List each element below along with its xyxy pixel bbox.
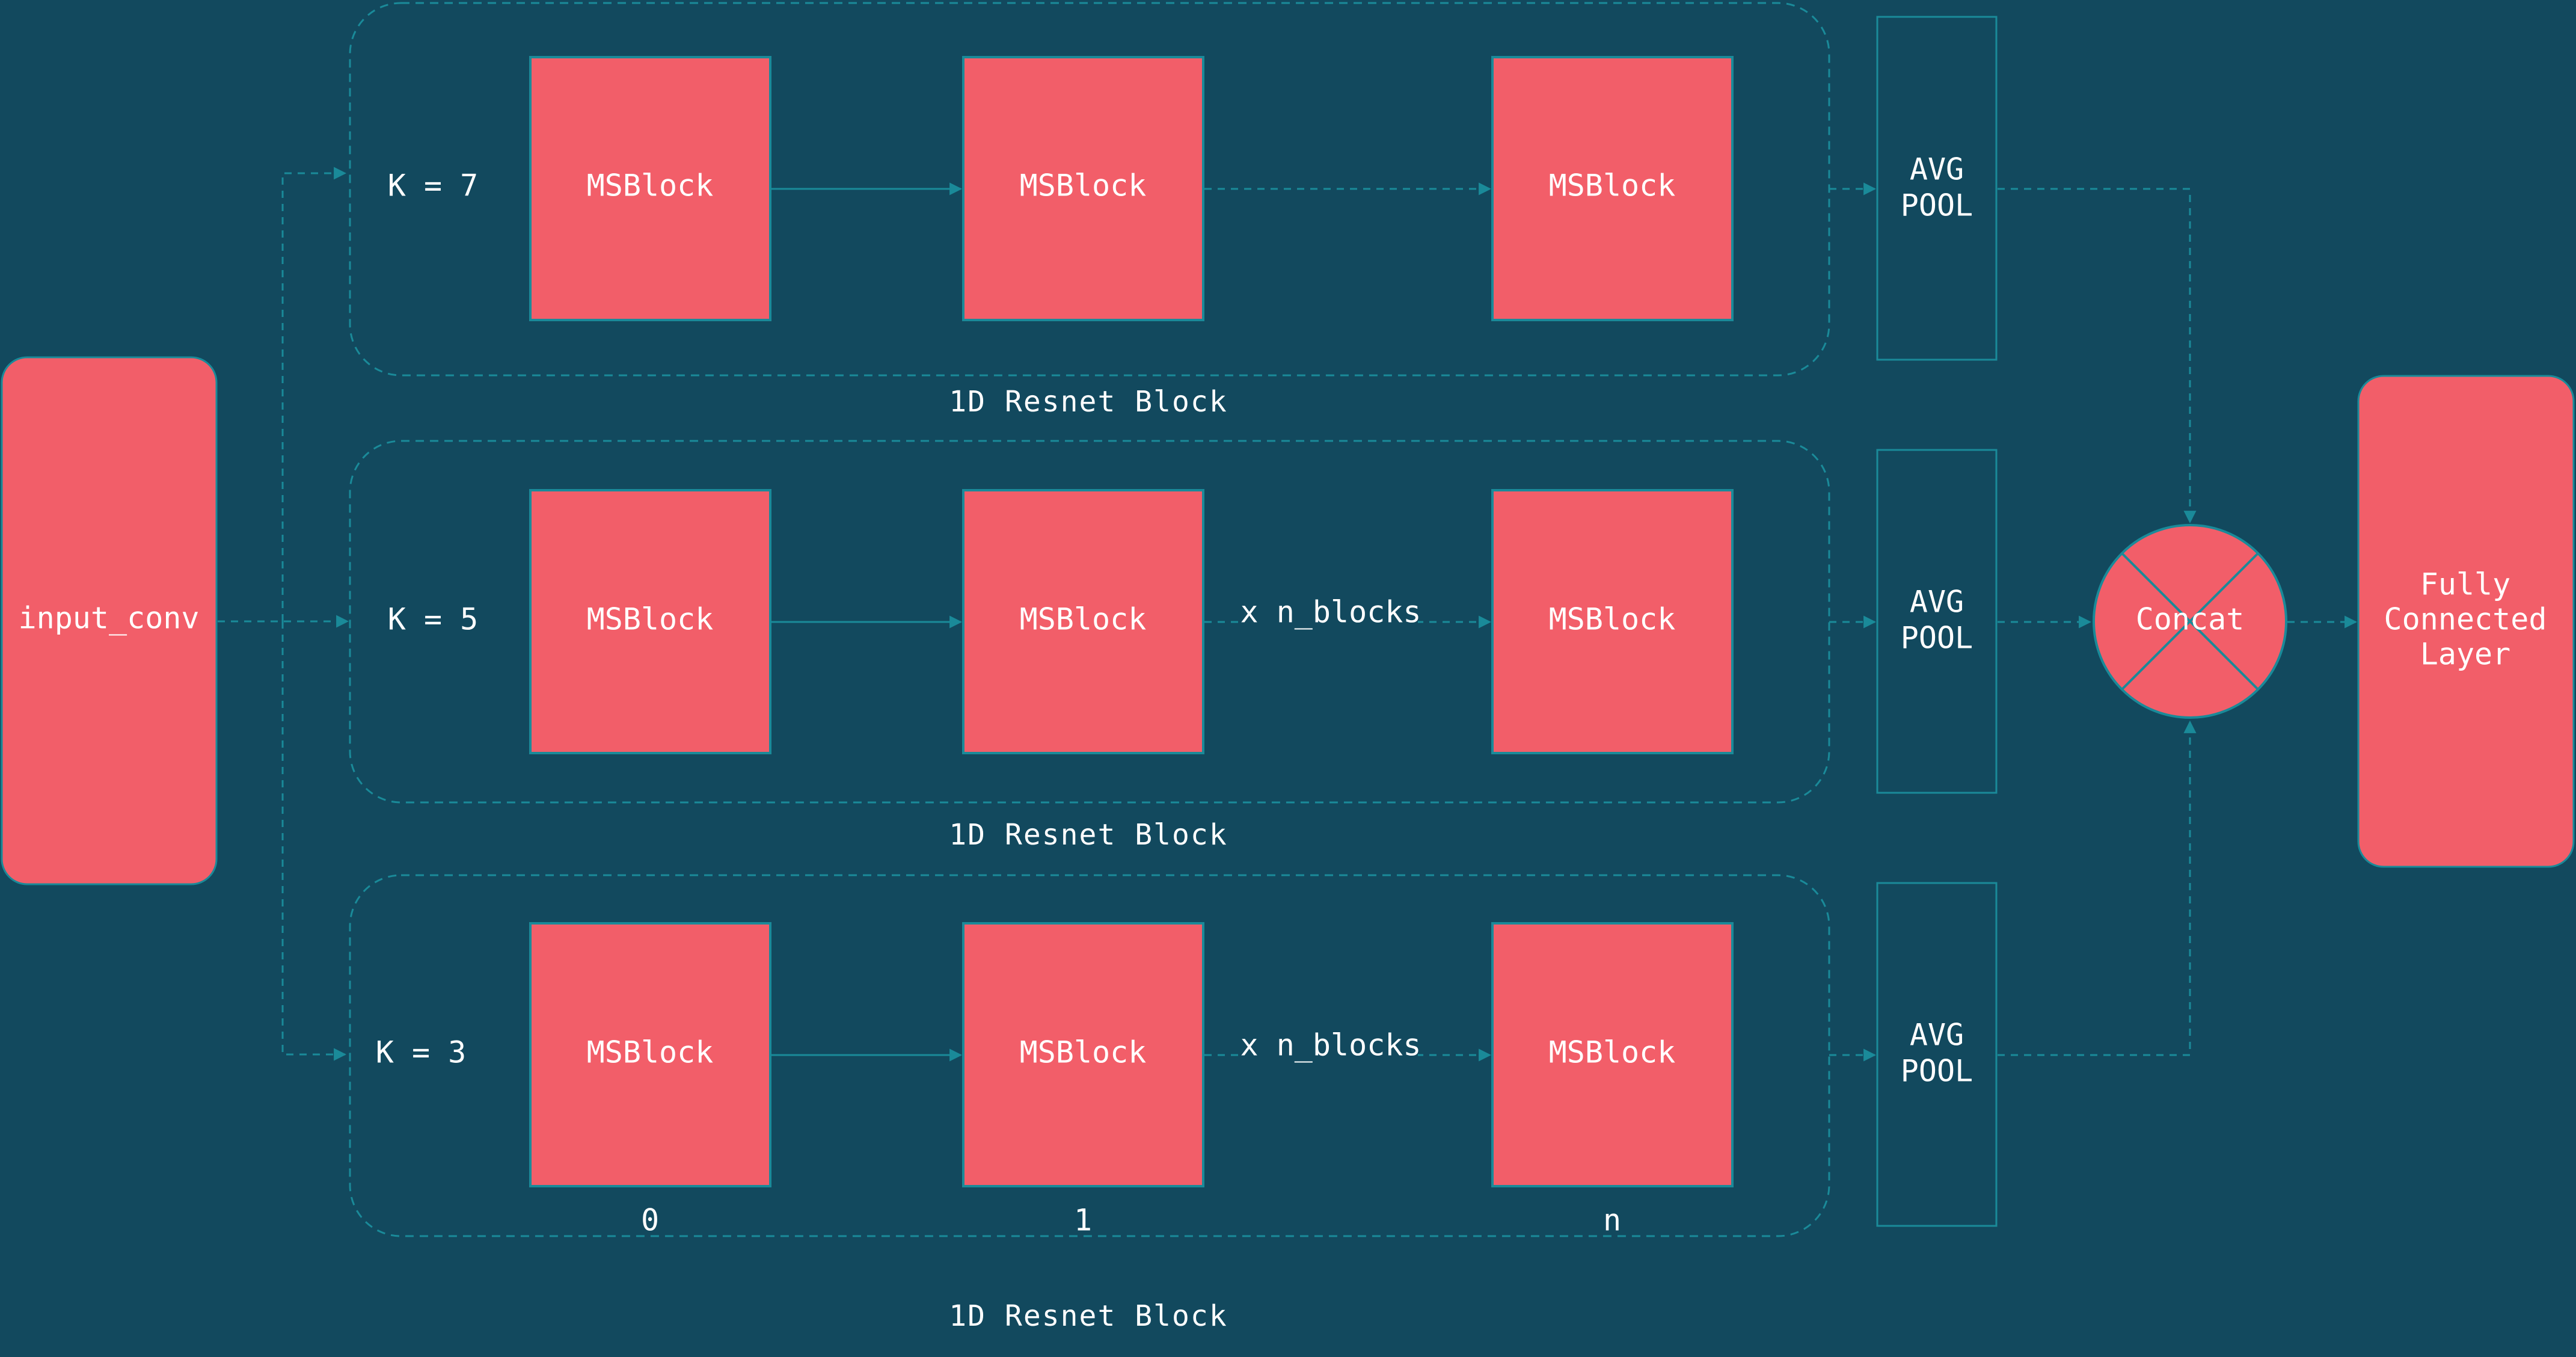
concat-node: Concat (2093, 524, 2287, 719)
msblock-row2-0: MSBlock (529, 489, 771, 754)
fc-label-line3: Layer (2420, 637, 2511, 672)
msblock-label: MSBlock (1549, 602, 1676, 637)
pool-to-concat-connectors (1998, 188, 2197, 1056)
block-index-0: 0 (641, 1203, 659, 1238)
msblock-row3-1: MSBlock (962, 922, 1204, 1187)
msblock-label: MSBlock (1020, 1035, 1147, 1070)
repeat-label-bg-row3 (1244, 1029, 1418, 1066)
msblock-label: MSBlock (1020, 602, 1147, 637)
msblock-row3-n: MSBlock (1491, 922, 1734, 1187)
msblock-label: MSBlock (587, 1035, 714, 1070)
msblock-row1-n: MSBlock (1491, 56, 1734, 321)
msblock-row1-0: MSBlock (529, 56, 771, 321)
msblock-row2-1: MSBlock (962, 489, 1204, 754)
msblock-label: MSBlock (587, 168, 714, 203)
avg-pool-label-line2: POOL (1901, 1054, 1973, 1089)
msblock-label: MSBlock (1020, 168, 1147, 203)
avg-pool-row2: AVG POOL (1876, 449, 1998, 794)
kernel-size-label-k5: K = 5 (388, 602, 479, 637)
resnet-row-container-k5 (349, 440, 1830, 804)
avg-pool-row1: AVG POOL (1876, 16, 1998, 361)
concat-label: Concat (2136, 602, 2245, 637)
repeat-label-bg-row2 (1244, 595, 1418, 633)
fully-connected-layer-block: Fully Connected Layer (2357, 375, 2575, 868)
kernel-size-label-k7: K = 7 (388, 168, 479, 203)
repeat-label-row3: x n_blocks (1240, 1028, 1421, 1063)
kernel-size-label-k3: K = 3 (376, 1035, 467, 1070)
avg-pool-label-line2: POOL (1901, 188, 1973, 223)
avg-pool-label-line2: POOL (1901, 621, 1973, 656)
avg-pool-label-line1: AVG (1910, 585, 1964, 620)
row-title-k7: 1D Resnet Block (949, 385, 1227, 419)
avg-pool-row3: AVG POOL (1876, 882, 1998, 1227)
avg-pool-label-line1: AVG (1910, 152, 1964, 187)
input-conv-label: input_conv (18, 601, 199, 636)
input-conv-block: input_conv (1, 356, 218, 885)
fc-label-line1: Fully (2420, 567, 2511, 602)
msblock-label: MSBlock (587, 602, 714, 637)
msblock-row1-1: MSBlock (962, 56, 1204, 321)
repeat-label-row2: x n_blocks (1240, 595, 1421, 630)
fc-label-line2: Connected (2384, 602, 2547, 637)
input-connectors (218, 167, 349, 1061)
avg-pool-label-line1: AVG (1910, 1018, 1964, 1053)
msblock-label: MSBlock (1549, 168, 1676, 203)
block-index-1: 1 (1074, 1203, 1092, 1238)
block-index-n: n (1603, 1203, 1621, 1238)
resnet-row-container-k3 (349, 874, 1830, 1237)
msblock-row3-0: MSBlock (529, 922, 771, 1187)
msblock-label: MSBlock (1549, 1035, 1676, 1070)
row-title-k3: 1D Resnet Block (949, 1299, 1227, 1333)
row-title-k5: 1D Resnet Block (949, 818, 1227, 852)
msblock-row2-n: MSBlock (1491, 489, 1734, 754)
